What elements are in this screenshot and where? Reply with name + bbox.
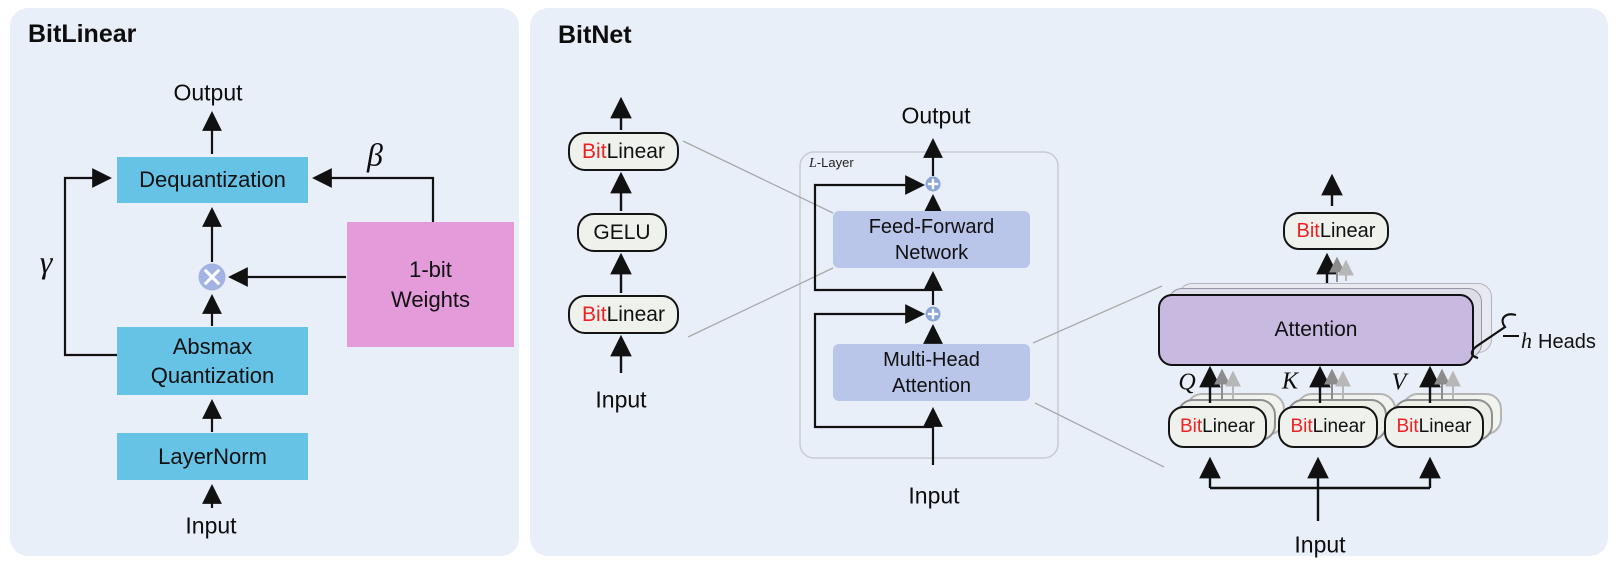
layernorm-box: LayerNorm [117,433,308,480]
bitlinear-input-label: Input [185,512,237,539]
bitlinear-pill-linear-text: Linear [606,139,665,163]
bitnet-input-label: Input [908,482,960,509]
k-label: K [1281,368,1299,395]
bitnet-output-label: Output [901,102,971,129]
beta-symbol: β [367,136,383,173]
one-bit-weights-box: 1-bit Weights [347,222,514,347]
gelu-pill: GELU [577,213,667,252]
bitlinear-title: BitLinear [28,20,137,48]
attention-detail-input-label: Input [1294,531,1346,558]
v-label: V [1391,369,1407,396]
ffn-column-input-label: Input [595,386,647,413]
bitnet-title: BitNet [558,21,632,49]
bitlinear-output-label: Output [173,79,243,106]
bitlinear-pill-bit-text: Bit [1296,219,1320,242]
bitnet-panel [530,8,1608,556]
attention-box: Attention [1158,294,1474,366]
bitlinear-pill-linear-text: Linear [1319,219,1376,242]
gamma-symbol: γ [39,243,53,280]
feed-forward-network-box: Feed-Forward Network [833,211,1030,268]
bitlinear-pill-bit-text: Bit [582,139,607,163]
multi-head-attention-box: Multi-Head Attention [833,344,1030,401]
q-label: Q [1178,369,1196,396]
l-layer-label: L-Layer [809,155,854,171]
absmax-quantization-box: Absmax Quantization [117,327,308,395]
dequantization-box: Dequantization [117,157,308,203]
bitlinear-pill-linear-text: Linear [606,302,665,326]
bitlinear-pill-bit-text: Bit [582,302,607,326]
